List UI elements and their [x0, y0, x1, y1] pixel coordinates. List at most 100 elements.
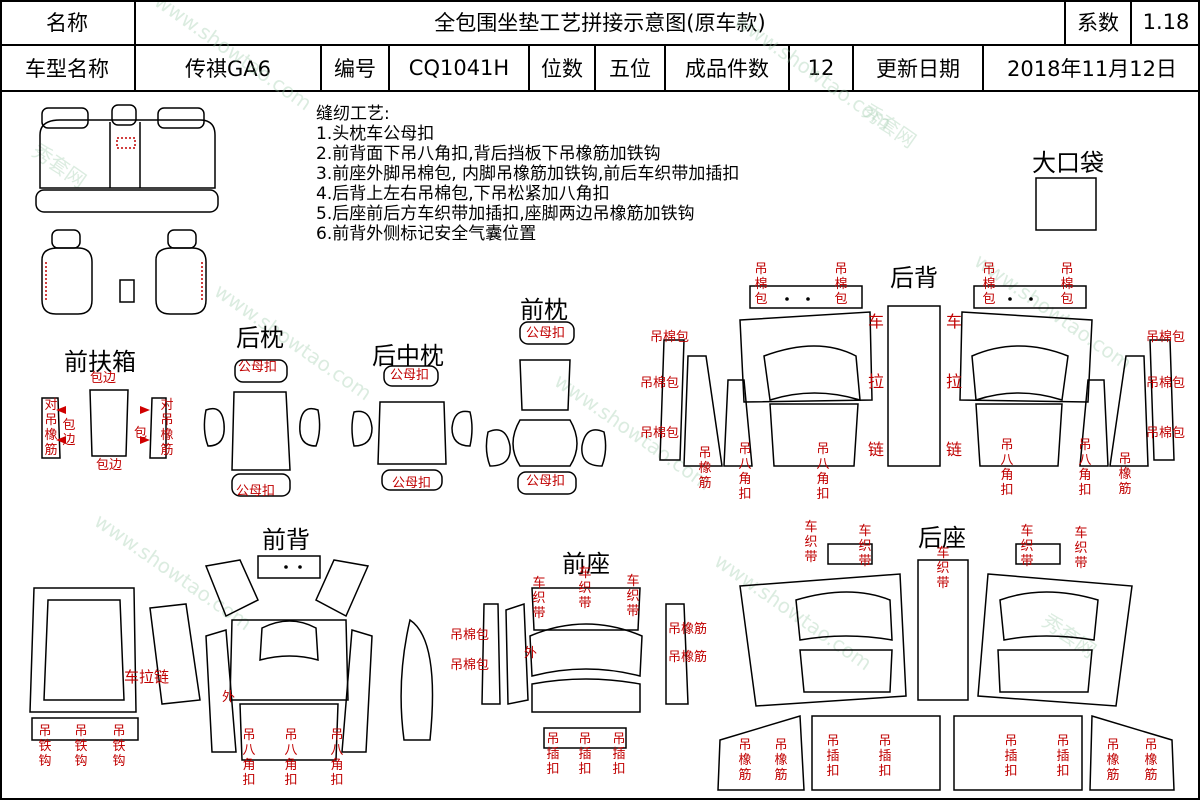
section-title-rear-back: 后背: [890, 264, 938, 292]
label-cotton-pouch: 吊棉包: [450, 658, 490, 673]
front-seat-pieces: [481, 587, 689, 749]
section-title-rear-seat: 后座: [918, 524, 966, 552]
label-elastic: 吊橡筋: [1106, 738, 1120, 783]
rear-mid-headrest-pieces: [351, 365, 473, 491]
label-cotton-pouch: 吊棉包: [1146, 376, 1186, 391]
label-octagon-clip: 吊八角扣: [816, 442, 830, 502]
seats-label: 位数: [530, 46, 596, 92]
note-item: 5.后座前后方车织带加插扣,座脚两边吊橡筋加铁钩: [316, 204, 695, 224]
label-cotton-pouch: 吊棉包: [640, 376, 680, 391]
label-snap-button: 公母扣: [390, 368, 430, 383]
label-elastic: 吊橡筋: [1118, 452, 1132, 497]
label-webbing: 车织带: [936, 546, 950, 591]
overview-front-seats: [41, 229, 207, 315]
coefficient-value: 1.18: [1132, 0, 1200, 46]
label-octagon-clip: 吊八角扣: [1000, 438, 1014, 498]
label-octagon-clip: 吊八角扣: [284, 728, 298, 788]
label-iron-hook: 吊铁钩: [74, 724, 88, 769]
big-pocket-piece: [1035, 177, 1097, 231]
label-cotton-pouch: 吊棉包: [754, 262, 768, 307]
pieces-value: 12: [790, 46, 854, 92]
note-item: 1.头枕车公母扣: [316, 124, 435, 144]
label-elastic: 吊橡筋: [668, 622, 708, 637]
label-webbing: 车织带: [1074, 526, 1088, 571]
note-item: 6.前背外侧标记安全气囊位置: [316, 224, 537, 244]
front-armrest-pieces: [41, 389, 167, 459]
label-sew: 车: [946, 312, 963, 331]
label-buckle: 吊插扣: [1004, 734, 1018, 779]
label-snap-button: 公母扣: [236, 484, 276, 499]
label-octagon-clip: 吊八角扣: [1078, 438, 1092, 498]
rear-seat-pieces: [717, 543, 1175, 791]
label-binding-edge: 包边: [62, 418, 76, 448]
label-zip: 拉: [868, 372, 885, 391]
label-webbing: 车织带: [858, 524, 872, 569]
label-webbing: 车织带: [626, 574, 640, 619]
label-octagon-clip: 吊八角扣: [738, 442, 752, 502]
model-label: 车型名称: [0, 46, 136, 92]
label-elastic-pair: 对吊橡筋: [160, 398, 174, 458]
notes-title: 缝纫工艺:: [316, 104, 390, 124]
label-outer: 外: [222, 690, 236, 705]
label-cotton-pouch: 吊棉包: [1146, 330, 1186, 345]
note-item: 2.前背面下吊八角扣,背后挡板下吊橡筋加铁钩: [316, 144, 661, 164]
front-headrest-pieces: [485, 321, 607, 495]
label-buckle: 吊插扣: [878, 734, 892, 779]
label-webbing: 车织带: [1020, 524, 1034, 569]
label-chain: 链: [868, 440, 885, 459]
label-webbing: 车织带: [532, 576, 546, 621]
label-elastic: 吊橡筋: [774, 738, 788, 783]
code-value: CQ1041H: [390, 46, 530, 92]
label-iron-hook: 吊铁钩: [38, 724, 52, 769]
section-title-rear-headrest: 后枕: [236, 324, 284, 352]
label-buckle: 吊插扣: [546, 732, 560, 777]
label-binding: 包: [134, 426, 148, 441]
note-item: 4.后背上左右吊棉包,下吊松紧加八角扣: [316, 184, 610, 204]
label-elastic: 吊橡筋: [1144, 738, 1158, 783]
label-cotton-pouch: 吊棉包: [450, 628, 490, 643]
label-cotton-pouch: 吊棉包: [834, 262, 848, 307]
front-back-pieces: [29, 555, 434, 761]
label-chain: 链: [946, 440, 963, 459]
seats-value: 五位: [596, 46, 666, 92]
model-value: 传祺GA6: [136, 46, 322, 92]
rear-back-pieces: [659, 285, 1175, 467]
name-label: 名称: [0, 0, 136, 46]
label-elastic-pair: 对吊橡筋: [44, 398, 58, 458]
section-title-front-seat: 前座: [562, 550, 610, 578]
note-item: 3.前座外脚吊棉包, 内脚吊橡筋加铁钩,前后车织带加插扣: [316, 164, 740, 184]
label-sew-zipper: 车拉链: [124, 668, 170, 686]
label-elastic: 吊橡筋: [738, 738, 752, 783]
section-title-front-headrest: 前枕: [520, 296, 568, 324]
label-cotton-pouch: 吊棉包: [640, 426, 680, 441]
label-buckle: 吊插扣: [578, 732, 592, 777]
label-snap-button: 公母扣: [238, 360, 278, 375]
section-title-front-back: 前背: [262, 526, 310, 554]
label-buckle: 吊插扣: [826, 734, 840, 779]
label-buckle: 吊插扣: [612, 732, 626, 777]
label-webbing: 车织带: [804, 520, 818, 565]
code-label: 编号: [322, 46, 390, 92]
label-cotton-pouch: 吊棉包: [982, 262, 996, 307]
label-buckle: 吊插扣: [1056, 734, 1070, 779]
sewing-notes: 缝纫工艺: 1.头枕车公母扣 2.前背面下吊八角扣,背后挡板下吊橡筋加铁钩 3.…: [316, 104, 739, 244]
label-cotton-pouch: 吊棉包: [1060, 262, 1074, 307]
label-sew: 车: [868, 312, 885, 331]
label-iron-hook: 吊铁钩: [112, 724, 126, 769]
label-binding-edge: 包边: [96, 458, 123, 473]
label-zip: 拉: [946, 372, 963, 391]
label-snap-button: 公母扣: [526, 326, 566, 341]
label-webbing: 车织带: [578, 566, 592, 611]
label-octagon-clip: 吊八角扣: [242, 728, 256, 788]
diagram-title: 全包围坐垫工艺拼接示意图(原车款): [136, 0, 1066, 46]
pieces-label: 成品件数: [666, 46, 790, 92]
label-cotton-pouch: 吊棉包: [650, 330, 690, 345]
date-value: 2018年11月12日: [984, 46, 1200, 92]
label-cotton-pouch: 吊棉包: [1146, 426, 1186, 441]
label-outer: 外: [524, 646, 538, 661]
header-table: 名称 全包围坐垫工艺拼接示意图(原车款) 系数 1.18 车型名称 传祺GA6 …: [0, 0, 1200, 92]
section-title-front-armrest: 前扶箱: [64, 348, 136, 376]
label-binding-edge: 包边: [90, 371, 117, 386]
section-title-big-pocket: 大口袋: [1032, 149, 1104, 177]
